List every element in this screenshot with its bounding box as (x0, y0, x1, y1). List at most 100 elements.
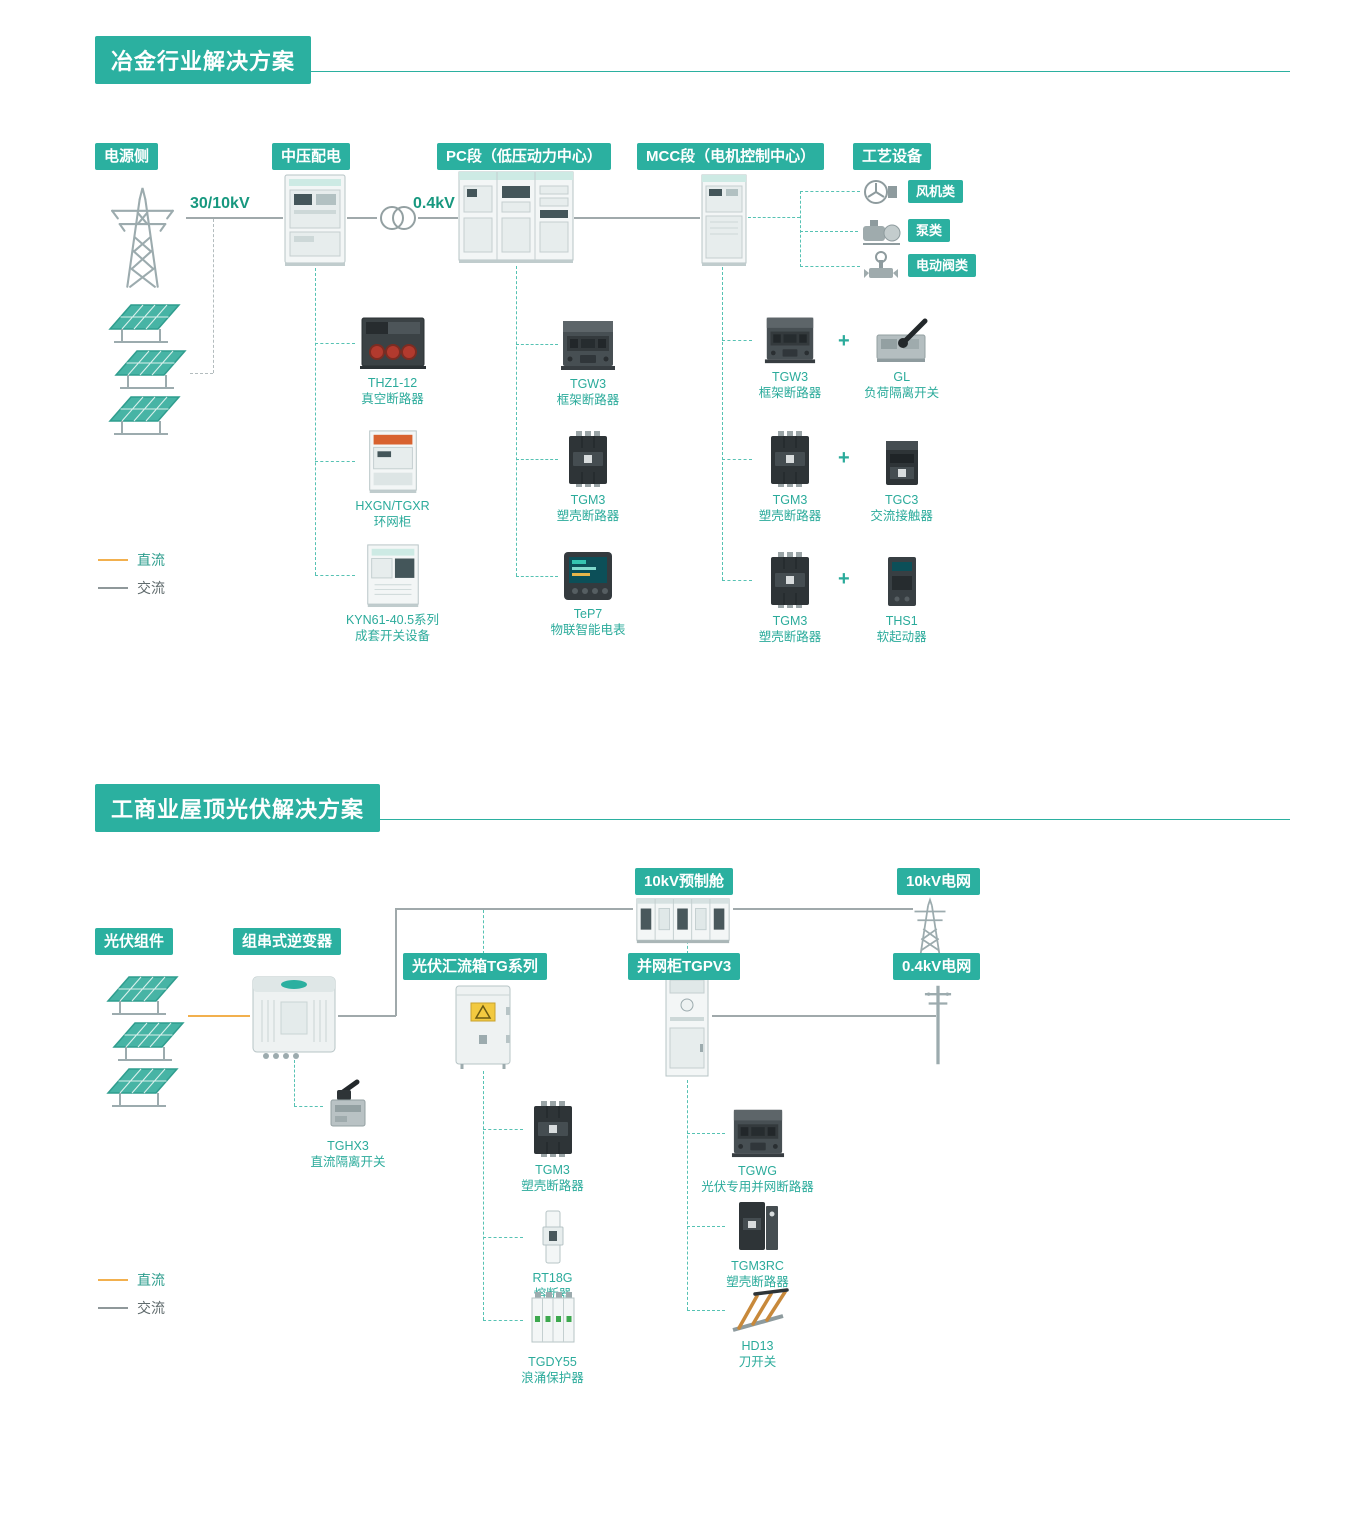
bus-line-cabin-to-tower (733, 908, 913, 910)
ac-line-swatch (98, 1307, 128, 1309)
mcc-product-branch (722, 340, 752, 341)
product-gl: GL 负荷隔离开关 (856, 313, 948, 401)
combiner-product-branch (483, 1320, 523, 1321)
solar-panel-image (106, 344, 190, 394)
section2-title-rule (95, 819, 1290, 820)
solar-panel-image (100, 298, 184, 348)
contactor-image (881, 438, 923, 488)
voltage-label-mv: 30/10kV (190, 195, 250, 212)
mccb-image (763, 430, 817, 488)
product-tep7: TeP7 物联智能电表 (528, 550, 648, 638)
product-tgm3: TGM3 塑壳断路器 (748, 551, 832, 645)
product-desc: 负荷隔离开关 (864, 386, 940, 400)
product-kyn61: KYN61-40.5系列 成套开关设备 (330, 542, 455, 644)
product-name: TGW3 (771, 370, 809, 384)
solar-panel-image (98, 970, 182, 1020)
product-hd13: HD13 刀开关 (690, 1286, 825, 1370)
pc-switchgear-image (458, 168, 574, 266)
product-name: TGW3 (569, 377, 607, 391)
loads-branch-vertical (800, 191, 801, 267)
legend-dc-label: 直流 (137, 1272, 165, 1288)
mcc-cabinet-image (700, 172, 748, 267)
product-rt18g: RT18G 熔断器 (495, 1208, 610, 1302)
pc-product-branch (516, 459, 558, 460)
combiner-products-trunk (483, 1071, 484, 1320)
combiner-bus-link (483, 910, 484, 954)
smart-meter-image (562, 550, 614, 602)
header-tag-pv-modules: 光伏组件 (95, 928, 174, 955)
product-desc: 真空断路器 (361, 392, 424, 406)
utility-pole-image (920, 982, 956, 1068)
product-name: TGM3RC (731, 1259, 784, 1273)
mv-cabinet-image (283, 172, 347, 268)
legend-dc: 直流 (98, 1270, 165, 1290)
dc-line-swatch (98, 1279, 128, 1281)
header-tag-04kv-grid: 0.4kV电网 (893, 953, 981, 980)
mccb-image (561, 430, 615, 488)
product-tgm3: TGM3 塑壳断路器 (528, 430, 648, 524)
loads-branch-pump (800, 231, 858, 232)
product-desc: 塑壳断路器 (726, 1275, 789, 1289)
mccb-image (763, 551, 817, 609)
mcc-to-loads-link (748, 217, 800, 218)
product-desc: 塑壳断路器 (758, 509, 822, 523)
product-tgw3: TGW3 框架断路器 (528, 316, 648, 408)
string-inverter-image (250, 972, 338, 1060)
prefab-cabin-image (633, 896, 733, 946)
product-desc: 直流隔离开关 (310, 1155, 386, 1169)
dc-line-pv-to-inverter (188, 1015, 250, 1017)
product-desc: 浪涌保护器 (521, 1371, 584, 1385)
header-tag-grid-cabinet: 并网柜TGPV3 (628, 953, 741, 980)
load-tag-valves: 电动阀类 (908, 254, 977, 277)
vacuum-breaker-image (358, 315, 428, 371)
product-name: TGHX3 (327, 1139, 369, 1153)
product-desc: 框架断路器 (556, 393, 620, 407)
product-name: RT18G (532, 1271, 573, 1285)
mccb-rc-image (733, 1198, 783, 1254)
pc-product-branch (516, 576, 558, 577)
header-tag-string-inverter: 组串式逆变器 (233, 928, 342, 955)
mcc-product-branch (722, 580, 752, 581)
product-desc: 软起动器 (876, 630, 927, 644)
product-name: GL (893, 370, 911, 384)
fan-icon (862, 177, 900, 207)
mv-product-branch (315, 575, 355, 576)
inverter-product-branch (294, 1106, 323, 1107)
product-hxgn-tgxr: HXGN/TGXR 环网柜 (330, 428, 455, 530)
header-tag-mv-distribution: 中压配电 (272, 143, 351, 170)
product-pair-tgw3-gl: TGW3 框架断路器 + GL 负荷隔离开关 (748, 313, 948, 401)
combiner-product-branch (483, 1129, 523, 1130)
product-name: TGM3 (535, 1163, 570, 1177)
product-desc: 刀开关 (738, 1355, 777, 1369)
bus-line-riser (395, 908, 397, 1016)
inverter-output-line (338, 1015, 396, 1017)
product-tgc3: TGC3 交流接触器 (856, 430, 948, 524)
product-pair-tgm3-ths1: TGM3 塑壳断路器 + THS1 软起动器 (748, 551, 948, 645)
bus-line-to-cabin (395, 908, 633, 910)
grid-cabinet-image (662, 972, 712, 1080)
product-desc: 成套开关设备 (354, 629, 430, 643)
power-line-pc-to-mcc (574, 217, 700, 219)
product-name: TGM3 (772, 614, 808, 628)
product-tghx3: TGHX3 直流隔离开关 (300, 1078, 396, 1170)
pc-product-branch (516, 344, 558, 345)
legend-ac-label: 交流 (137, 1300, 165, 1316)
product-tgdy55: TGDY55 浪涌保护器 (495, 1290, 610, 1386)
product-desc: 物联智能电表 (550, 623, 626, 637)
power-line-mv-to-transformer (347, 217, 377, 219)
header-tag-process-equipment: 工艺设备 (853, 143, 932, 170)
grid-products-trunk (687, 1080, 688, 1310)
pump-icon (860, 214, 902, 246)
loads-branch-fan (800, 191, 860, 192)
header-tag-10kv-cabin: 10kV预制舱 (635, 868, 734, 895)
small-tower-image (906, 896, 954, 958)
plus-sign: + (838, 447, 850, 469)
frame-breaker-image (558, 316, 618, 372)
legend-dc-label: 直流 (137, 552, 165, 568)
legend-ac-label: 交流 (137, 580, 165, 596)
product-name: TGWG (738, 1164, 777, 1178)
knife-switch-image (727, 1286, 789, 1334)
mccb-image (526, 1100, 580, 1158)
line-to-04kv-pole (712, 1015, 936, 1017)
grid-product-branch (687, 1133, 725, 1134)
